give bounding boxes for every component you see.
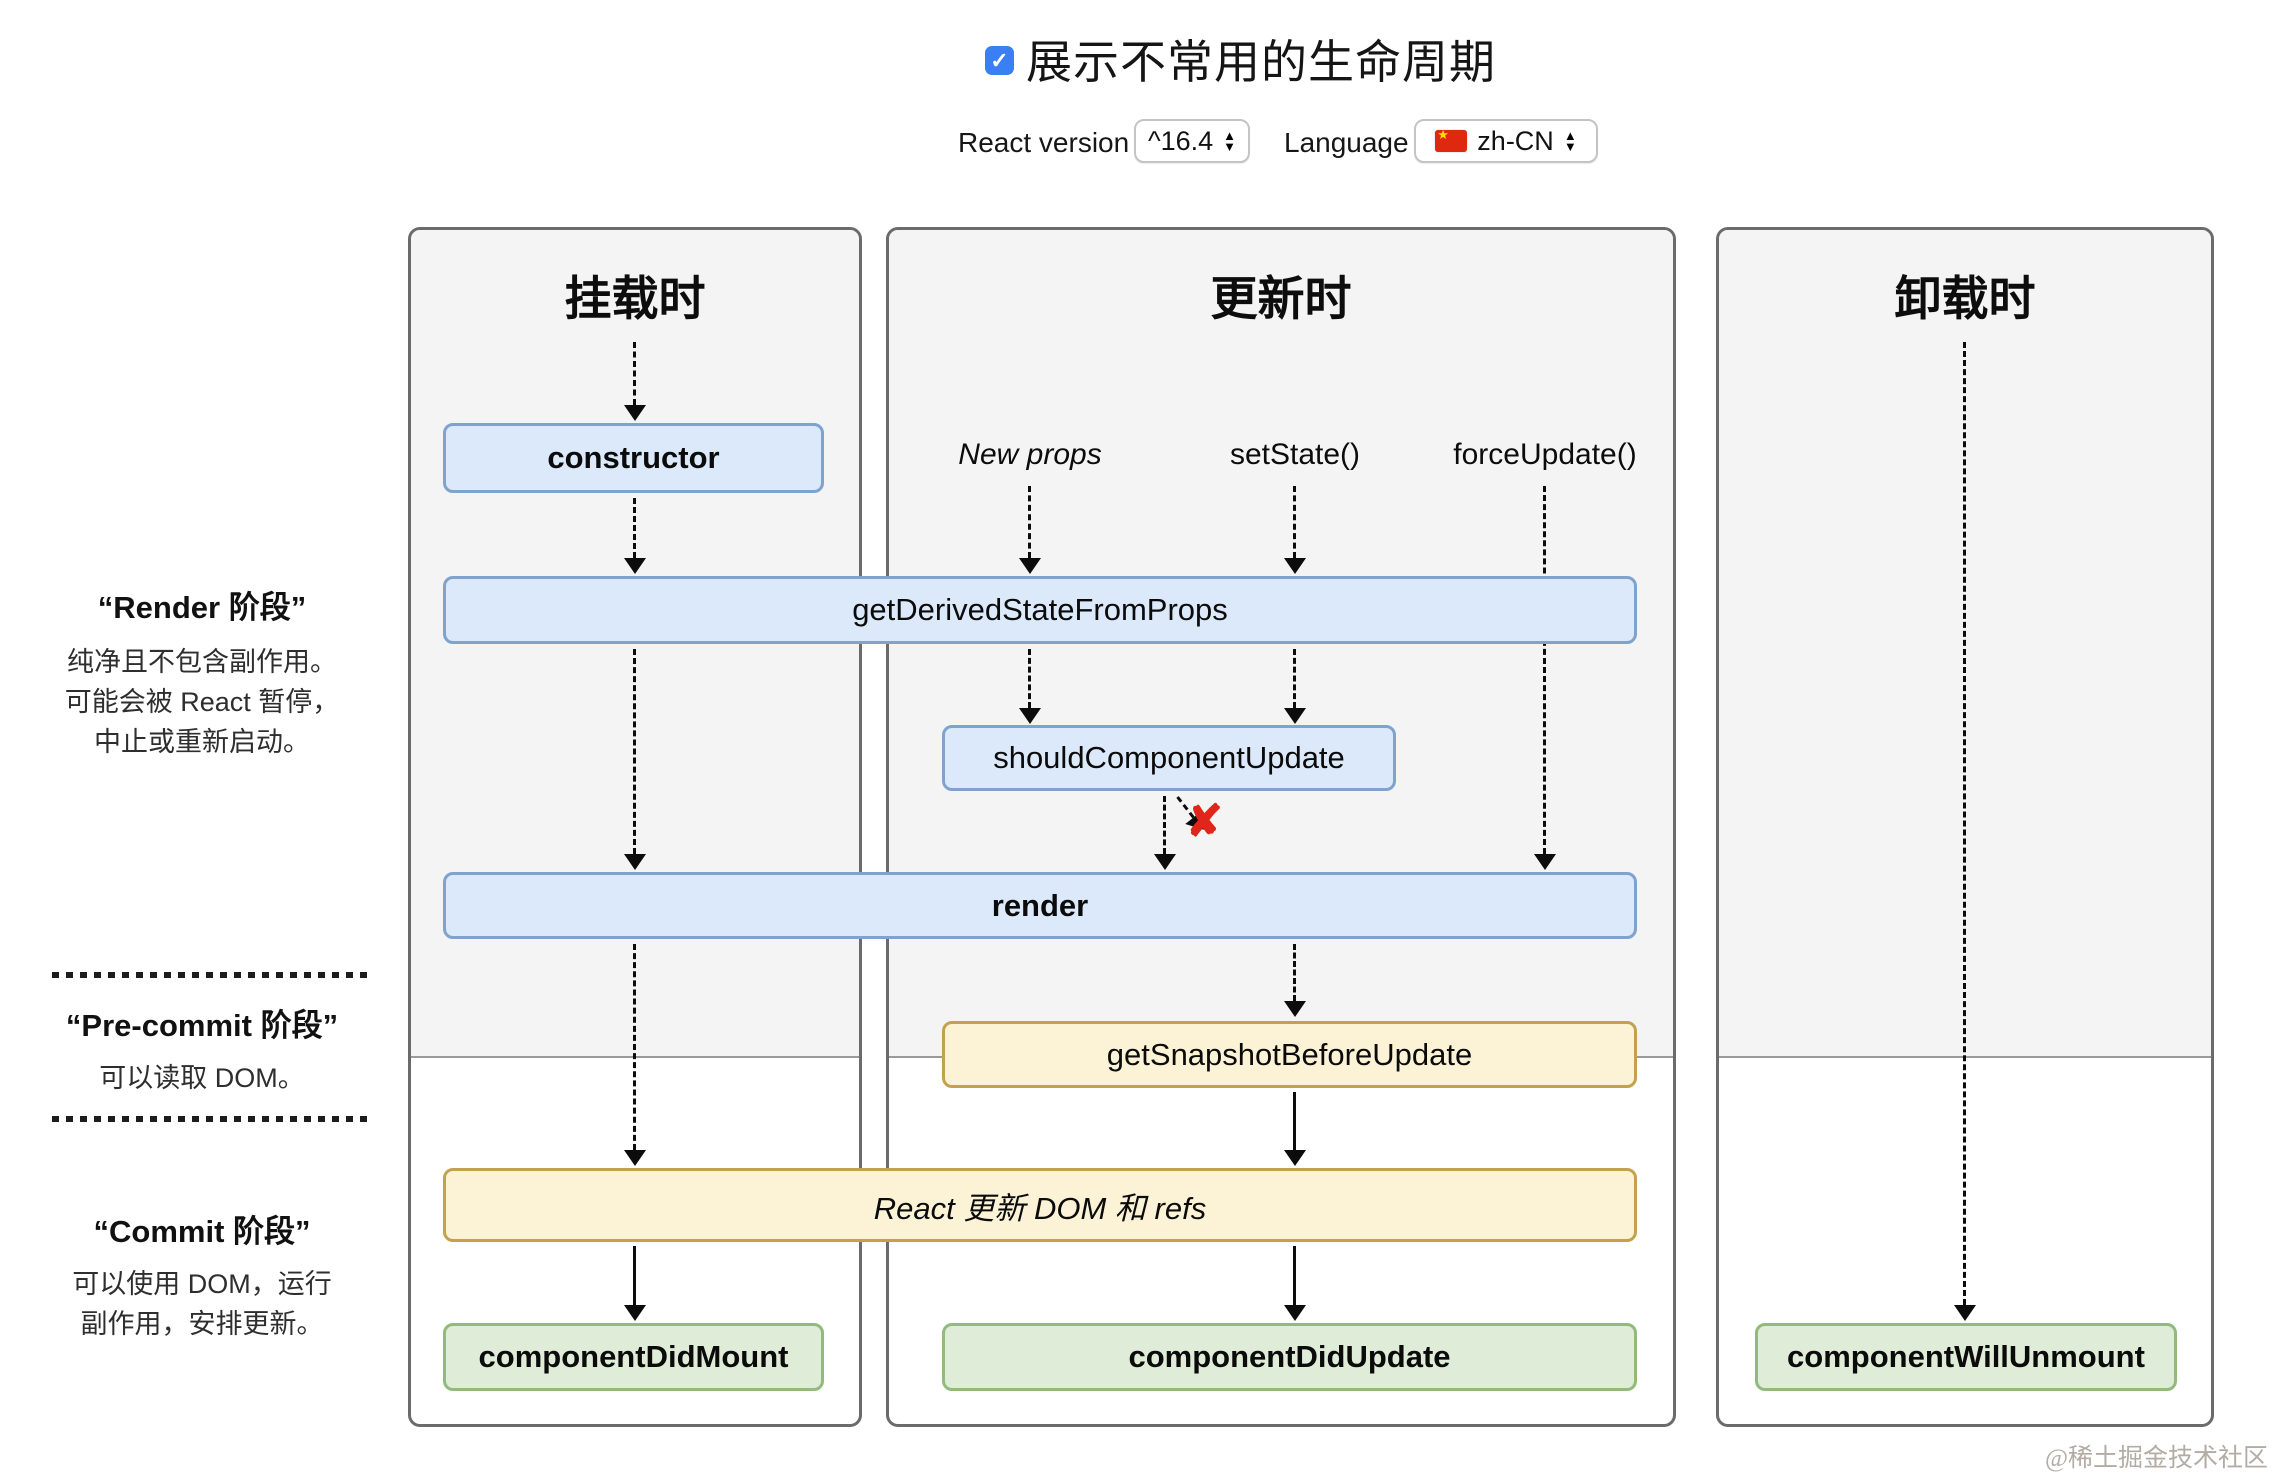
- arrow-header-to-willunmount: [1963, 342, 1966, 1305]
- react-version-label: React version: [958, 127, 1130, 158]
- arrowhead: [1954, 1305, 1976, 1321]
- render-phase-title: “Render 阶段”: [97, 590, 307, 625]
- watermark: @稀土掘金技术社区: [2044, 1445, 2268, 1472]
- arrow-domupdate-to-didupdate: [1293, 1246, 1296, 1305]
- language-label: Language: [1284, 127, 1409, 158]
- react-version-value: ^16.4: [1147, 125, 1214, 156]
- arrow-render-to-gsbu: [1293, 944, 1296, 1001]
- language-select[interactable]: zh-CN ▲▼: [1414, 119, 1598, 163]
- arrowhead: [1284, 708, 1306, 724]
- cn-flag-icon: [1435, 127, 1468, 152]
- react-version-select[interactable]: ^16.4 ▲▼: [1134, 119, 1250, 163]
- arrowhead: [1284, 1001, 1306, 1017]
- arrow-constructor-to-gdsfp: [633, 498, 636, 558]
- arrowhead: [1284, 1305, 1306, 1321]
- componentwillunmount-box[interactable]: componentWillUnmount: [1755, 1323, 2177, 1391]
- arrowhead: [1019, 708, 1041, 724]
- stepper-icon: ▲▼: [1223, 128, 1237, 154]
- arrow-gdsfp-to-scu: [1293, 649, 1296, 708]
- arrow-forceupdate-to-render: [1543, 486, 1546, 854]
- arrowhead: [1019, 558, 1041, 574]
- arrow-newprops-to-gdsfp: [1028, 486, 1031, 558]
- check-icon: ✓: [990, 47, 1009, 73]
- language-value: zh-CN: [1477, 125, 1554, 156]
- updating-column-header: 更新时: [1210, 272, 1352, 325]
- show-less-common-checkbox[interactable]: ✓: [985, 46, 1014, 75]
- phase-divider: [52, 972, 370, 978]
- new-props-trigger: New props: [958, 438, 1102, 471]
- reject-cross-icon: ✘: [1186, 797, 1223, 846]
- unmounting-column-header: 卸载时: [1894, 272, 2036, 325]
- arrowhead: [1284, 1150, 1306, 1166]
- arrowhead: [624, 558, 646, 574]
- getsnapshotbeforeupdate-box[interactable]: getSnapshotBeforeUpdate: [942, 1021, 1637, 1088]
- phase-divider: [52, 1116, 370, 1122]
- react-updates-dom-box: React 更新 DOM 和 refs: [443, 1168, 1637, 1242]
- constructor-box[interactable]: constructor: [443, 423, 824, 493]
- commit-phase-description: 可以使用 DOM，运行 副作用，安排更新。: [72, 1269, 332, 1339]
- pre-commit-phase-title: “Pre-commit 阶段”: [65, 1008, 339, 1043]
- stepper-icon: ▲▼: [1563, 128, 1577, 154]
- arrow-gdsfp-to-render: [633, 649, 636, 854]
- getderivedstatefromprops-box[interactable]: getDerivedStateFromProps: [443, 576, 1637, 644]
- mounting-column-header: 挂载时: [564, 272, 706, 325]
- arrowhead: [1534, 854, 1556, 870]
- commit-phase-title: “Commit 阶段”: [93, 1214, 311, 1249]
- arrow-setstate-to-gdsfp: [1293, 486, 1296, 558]
- forceupdate-trigger: forceUpdate(): [1453, 438, 1637, 471]
- componentdidmount-box[interactable]: componentDidMount: [443, 1323, 824, 1391]
- arrowhead: [624, 1305, 646, 1321]
- arrow-gdsfp-to-scu: [1028, 649, 1031, 708]
- arrow-domupdate-to-didmount: [633, 1246, 636, 1305]
- render-box[interactable]: render: [443, 872, 1637, 939]
- arrowhead: [1154, 854, 1176, 870]
- arrow-header-to-constructor: [633, 342, 636, 405]
- arrowhead: [1284, 558, 1306, 574]
- arrowhead: [624, 1150, 646, 1166]
- arrowhead: [624, 405, 646, 421]
- arrow-gsbu-to-domupdate: [1293, 1092, 1296, 1150]
- componentdidupdate-box[interactable]: componentDidUpdate: [942, 1323, 1637, 1391]
- arrow-scu-to-render: [1163, 796, 1166, 854]
- arrow-render-to-domupdate: [633, 944, 636, 1150]
- arrowhead: [624, 854, 646, 870]
- pre-commit-phase-description: 可以读取 DOM。: [99, 1063, 305, 1093]
- updating-column: 更新时: [886, 227, 1676, 1427]
- shouldcomponentupdate-box[interactable]: shouldComponentUpdate: [942, 725, 1396, 791]
- setstate-trigger: setState(): [1229, 438, 1361, 471]
- render-phase-description: 纯净且不包含副作用。 可能会被 React 暂停， 中止或重新启动。: [64, 647, 340, 757]
- page-title[interactable]: 展示不常用的生命周期: [1026, 36, 1496, 88]
